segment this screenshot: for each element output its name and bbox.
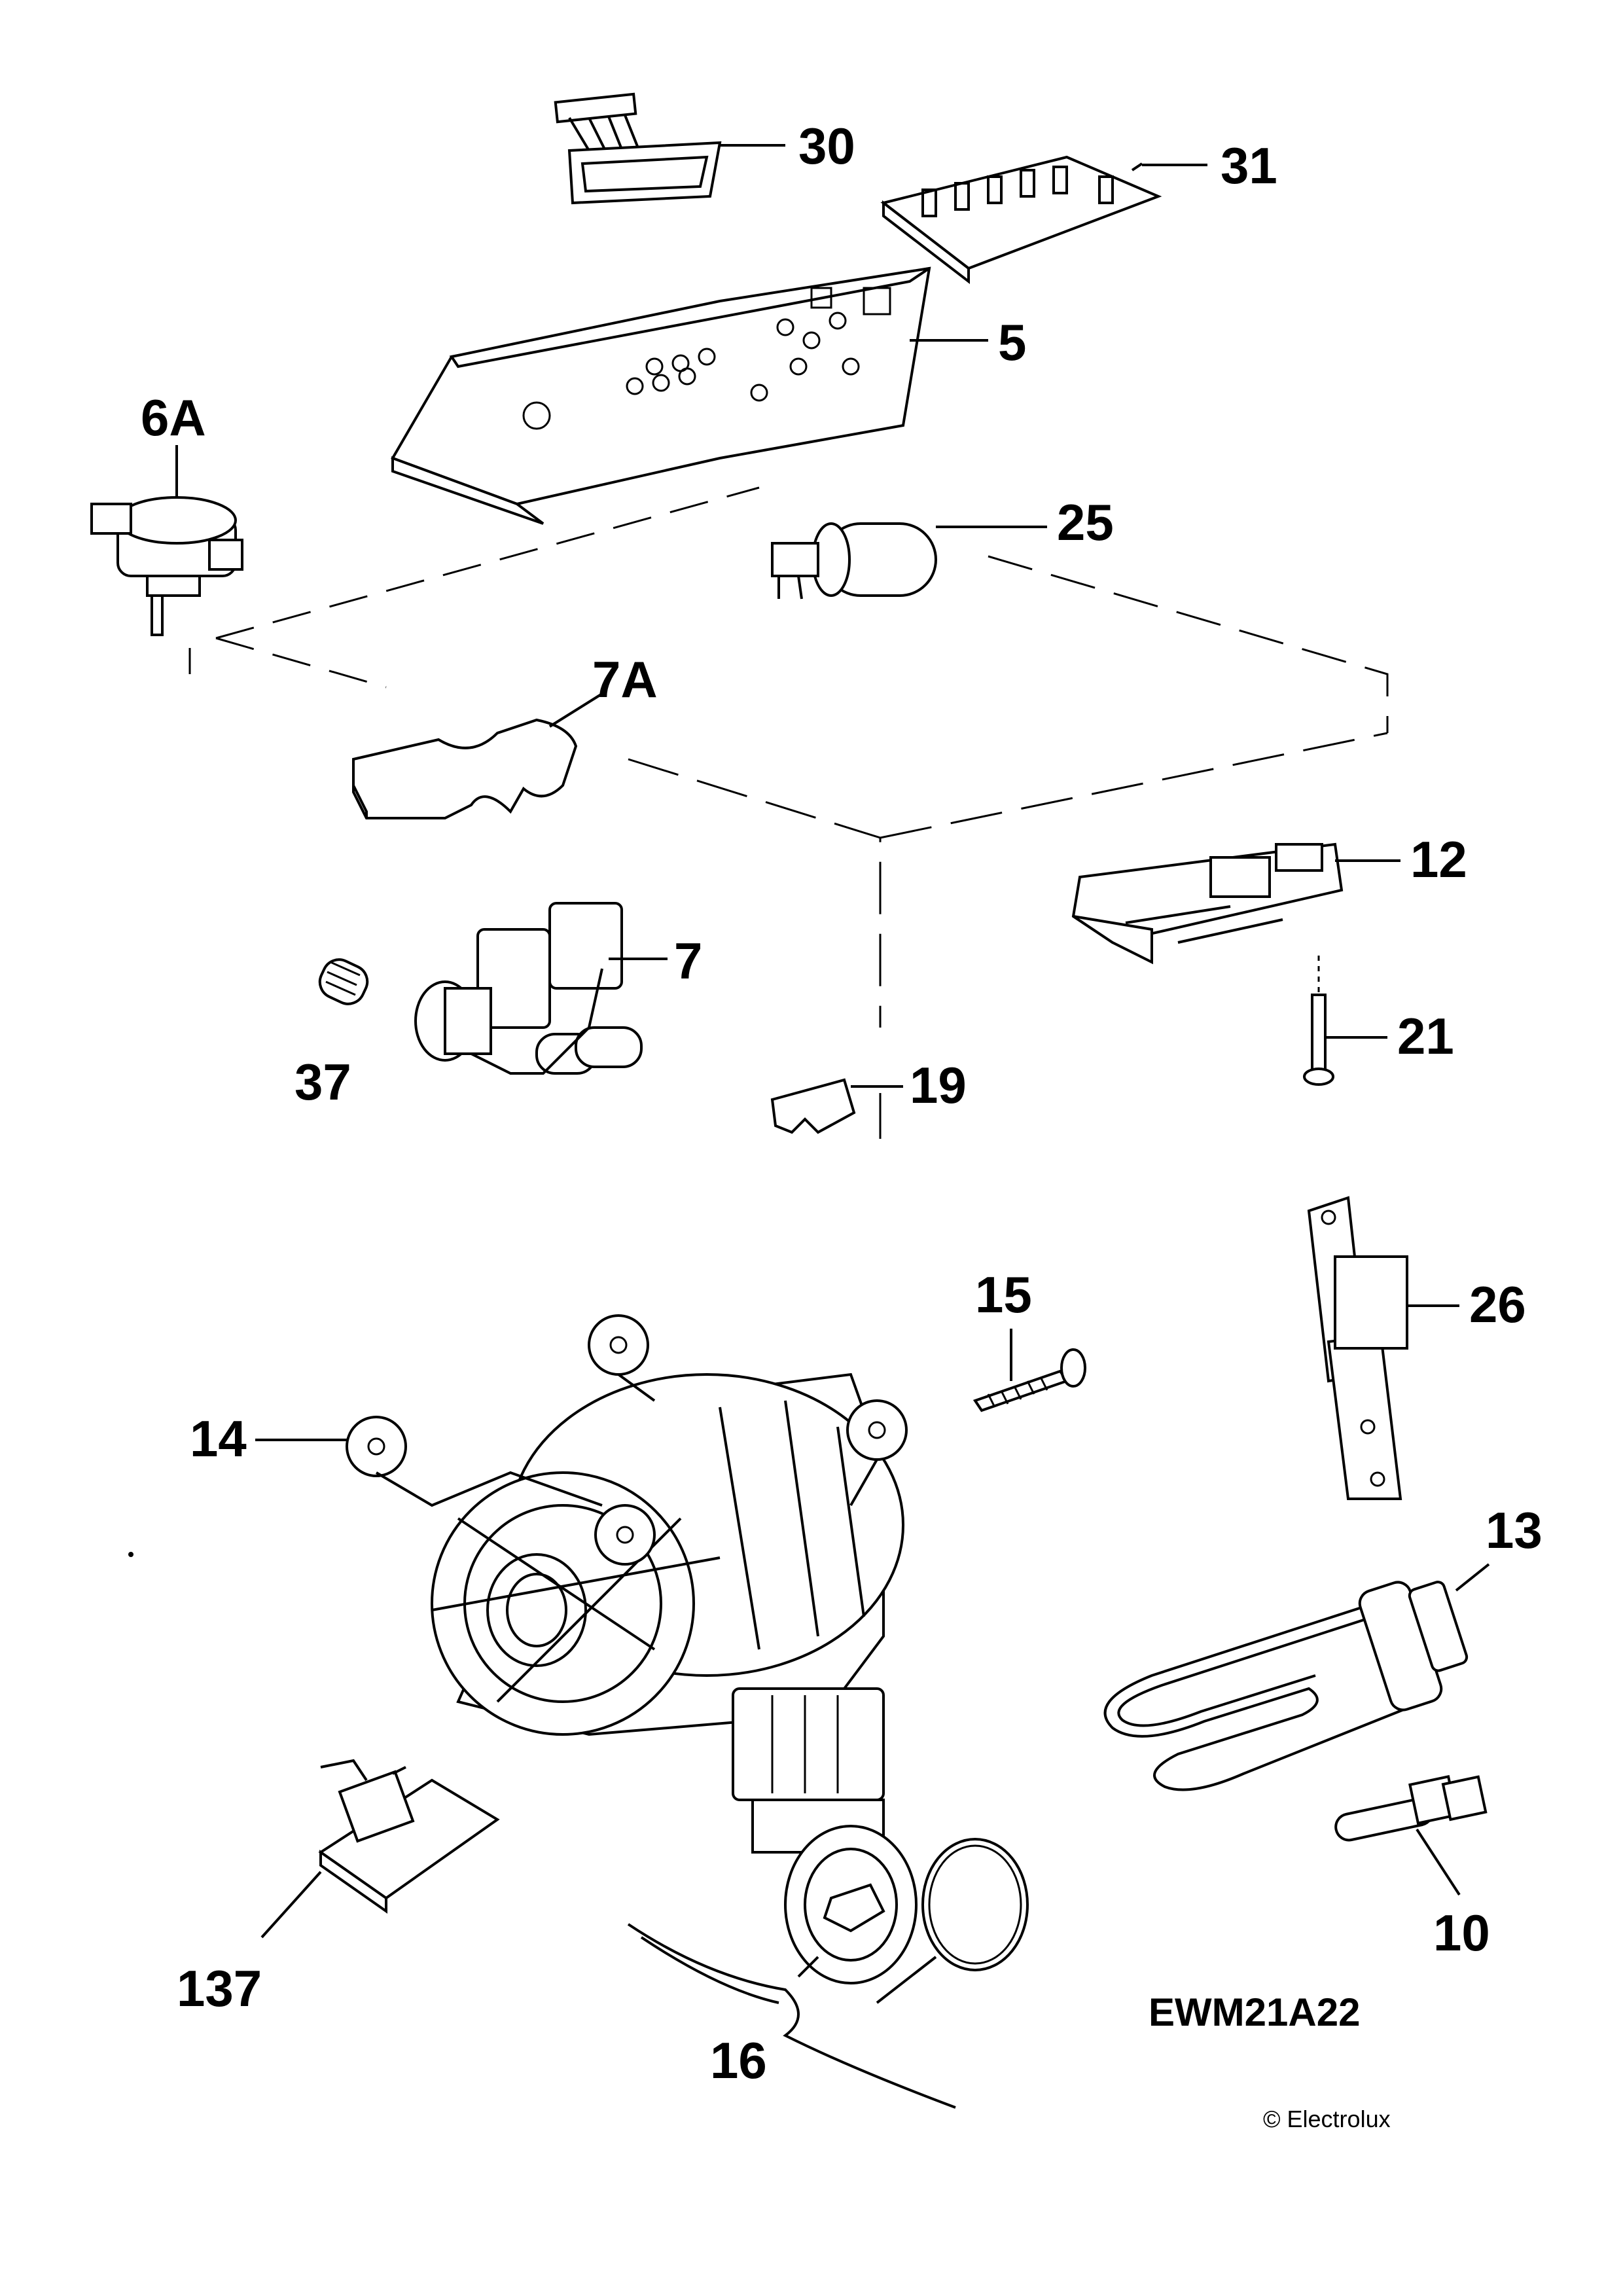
part-14-motor [346, 1314, 908, 1736]
leader-7a [548, 692, 603, 728]
label-25: 25 [1057, 493, 1114, 551]
part-12-door-interlock [1071, 842, 1344, 965]
part-7-inlet-valve [414, 902, 643, 1075]
part-37-filter [318, 958, 369, 1005]
label-7: 7 [674, 932, 702, 990]
label-15: 15 [975, 1266, 1032, 1323]
part-10-ntc-sensor [1334, 1775, 1488, 1842]
part-13-heating-element [1103, 1581, 1469, 1791]
copyright-notice: © Electrolux [1263, 2106, 1391, 2132]
part-31-switch-block [880, 155, 1162, 285]
label-19: 19 [910, 1056, 967, 1114]
label-13: 13 [1486, 1501, 1543, 1559]
part-30-ribbon-cable [554, 92, 722, 205]
label-30: 30 [798, 117, 855, 175]
label-12: 12 [1410, 831, 1467, 888]
part-21-screw [1303, 956, 1334, 1086]
part-15-screw [972, 1348, 1086, 1412]
part-16-floor-curve [627, 1923, 956, 2109]
stray-dot [128, 1552, 134, 1557]
label-16: 16 [710, 2032, 767, 2089]
label-14: 14 [190, 1410, 247, 1467]
part-19-clip [770, 1078, 856, 1134]
leader-13 [1455, 1563, 1490, 1592]
leader-137 [260, 1871, 322, 1939]
leader-16a [797, 1956, 819, 1978]
housing-outline [188, 486, 1389, 1139]
part-137-module [318, 1759, 500, 1914]
part-25-interference-filter [771, 522, 937, 600]
part-7a-valve-bracket [352, 718, 578, 819]
label-10: 10 [1433, 1904, 1490, 1962]
part-6a-programme-selector [90, 496, 243, 636]
leader-16b [876, 1956, 937, 2004]
leader-10 [1416, 1828, 1461, 1896]
part-5-control-board [391, 266, 931, 525]
model-number: EWM21A22 [1149, 1990, 1360, 2034]
label-5: 5 [998, 314, 1026, 371]
part-16-drain-pump [732, 1687, 1029, 1984]
label-26: 26 [1469, 1276, 1526, 1333]
label-7a: 7A [592, 651, 658, 708]
label-31: 31 [1221, 137, 1277, 194]
label-137: 137 [177, 1960, 262, 2017]
label-37: 37 [294, 1053, 351, 1111]
part-26-sensor-bracket [1307, 1196, 1408, 1500]
label-6a: 6A [141, 389, 206, 446]
label-21: 21 [1397, 1007, 1454, 1065]
